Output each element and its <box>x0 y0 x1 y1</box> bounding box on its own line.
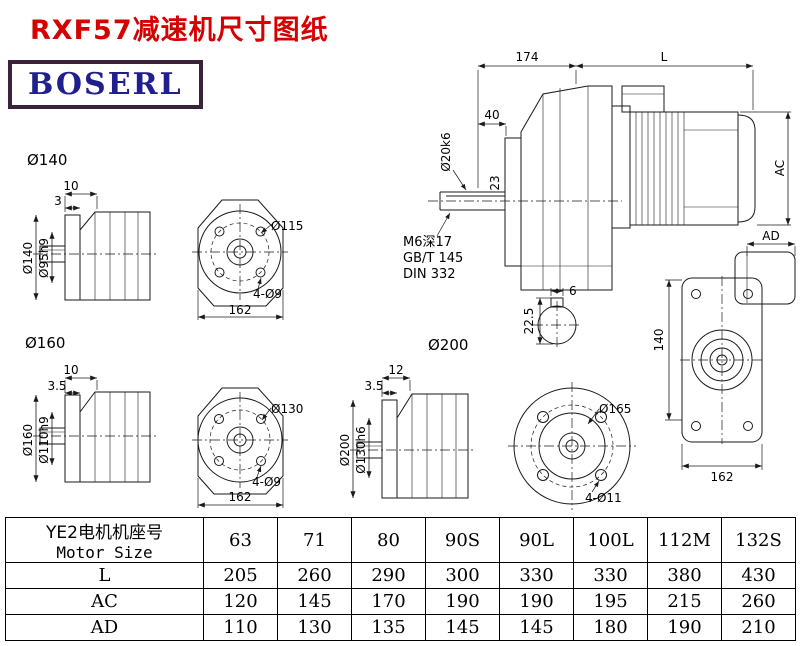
dim-label: 162 <box>229 490 252 504</box>
dim-label: 10 <box>63 363 78 377</box>
dim-label: Ø160 <box>21 424 35 456</box>
table-cell: 430 <box>721 562 796 589</box>
dim-label: AC <box>773 160 787 176</box>
table-header-cell: 132S <box>721 517 796 563</box>
dim-label: Ø95h9 <box>37 238 51 278</box>
table-row-AC: AC 120 145 170 190 190 195 215 260 <box>5 588 796 615</box>
drawing-flange160-front: Ø130 4-Ø9 162 <box>192 387 303 508</box>
std-note-2: DIN 332 <box>403 267 456 282</box>
table-header-cell: 63 <box>203 517 278 563</box>
drawing-output-side-view: AD 140 162 <box>652 229 796 484</box>
table-cell: 300 <box>425 562 500 589</box>
table-cell: 190 <box>425 588 500 615</box>
dim-label: 174 <box>516 50 539 64</box>
table-header-cell: 90S <box>425 517 500 563</box>
motor-size-table: YE2电机机座号 Motor Size 63 71 80 90S 90L 100… <box>5 517 796 641</box>
drawing-main-assembly: 174 L 40 Ø20k6 23 <box>403 50 791 349</box>
dim-label: Ø140 <box>21 242 35 274</box>
dim-label: L <box>661 50 668 64</box>
table-row-AD: AD 110 130 135 145 145 180 190 210 <box>5 614 796 641</box>
drawing-flange140-front: Ø115 4-Ø9 162 <box>192 199 303 320</box>
table-cell: 110 <box>203 614 278 641</box>
dim-label: Ø200 <box>338 434 352 466</box>
logo-text: BOSERL <box>28 67 183 102</box>
std-note-1: GB/T 145 <box>403 251 463 266</box>
dim-label: 4-Ø9 <box>253 287 282 301</box>
table-cell: 145 <box>499 614 574 641</box>
dim-label: 140 <box>652 329 666 352</box>
table-cell: 215 <box>647 588 722 615</box>
dim-label: 4-Ø11 <box>585 491 622 505</box>
dim-label: Ø115 <box>271 219 303 233</box>
table-cell: 145 <box>277 588 352 615</box>
dim-label: 12 <box>388 363 403 377</box>
table-cell: 330 <box>573 562 648 589</box>
row-label: AC <box>5 588 204 615</box>
dim-label: 3 <box>54 194 62 208</box>
dim-label: 40 <box>484 108 499 122</box>
row-label: L <box>5 562 204 589</box>
flange200-label: Ø200 <box>428 336 468 354</box>
drawing-flange200-side: Ø200 12 3.5 Ø200 Ø130h6 <box>338 336 475 499</box>
dim-label: 162 <box>229 303 252 317</box>
table-header-cell: 71 <box>277 517 352 563</box>
dim-label: 162 <box>711 470 734 484</box>
row-label: AD <box>5 614 204 641</box>
table-header-cn: YE2电机机座号 <box>46 523 163 543</box>
table-cell: 260 <box>277 562 352 589</box>
dim-label: Ø130h6 <box>354 426 368 474</box>
flange160-label: Ø160 <box>25 334 65 352</box>
dim-label: Ø110h9 <box>37 416 51 464</box>
table-header-en: Motor Size <box>56 543 153 562</box>
drawing-canvas: Ø140 10 3 Ø140 Ø95h9 <box>21 50 796 510</box>
table-header-row: YE2电机机座号 Motor Size 63 71 80 90S 90L 100… <box>5 517 796 563</box>
table-cell: 260 <box>721 588 796 615</box>
table-cell: 210 <box>721 614 796 641</box>
dim-label: 3.5 <box>47 379 66 393</box>
table-cell: 195 <box>573 588 648 615</box>
dim-label: Ø130 <box>271 402 303 416</box>
page-title: RXF57减速机尺寸图纸 <box>30 15 329 46</box>
dim-label: 23 <box>488 175 502 190</box>
dim-label: 4-Ø9 <box>252 475 281 489</box>
dim-label: 22.5 <box>522 308 536 335</box>
drawing-flange160-side: Ø160 10 3.5 Ø160 Ø110h9 <box>21 334 158 483</box>
dim-label: Ø165 <box>599 402 631 416</box>
table-cell: 145 <box>425 614 500 641</box>
flange140-label: Ø140 <box>27 151 67 169</box>
table-row-L: L 205 260 290 300 330 330 380 430 <box>5 562 796 589</box>
table-header-cell: 90L <box>499 517 574 563</box>
table-cell: 170 <box>351 588 426 615</box>
table-cell: 120 <box>203 588 278 615</box>
table-cell: 180 <box>573 614 648 641</box>
tap-note: M6深17 <box>403 235 452 250</box>
table-header-cell: 100L <box>573 517 648 563</box>
table-header-cell: 112M <box>647 517 722 563</box>
dim-label: 3.5 <box>364 379 383 393</box>
table-cell: 330 <box>499 562 574 589</box>
drawing-flange200-front: Ø165 4-Ø11 <box>508 382 636 510</box>
table-cell: 205 <box>203 562 278 589</box>
table-cell: 380 <box>647 562 722 589</box>
dim-label: Ø20k6 <box>439 132 453 171</box>
table-header-motor-size: YE2电机机座号 Motor Size <box>5 517 204 563</box>
table-cell: 190 <box>499 588 574 615</box>
dim-label: 10 <box>63 179 78 193</box>
dim-label: AD <box>762 229 779 243</box>
table-cell: 130 <box>277 614 352 641</box>
table-header-cell: 80 <box>351 517 426 563</box>
table-cell: 135 <box>351 614 426 641</box>
logo-box: BOSERL <box>8 60 203 109</box>
table-cell: 290 <box>351 562 426 589</box>
dim-label: 6 <box>569 284 577 298</box>
table-cell: 190 <box>647 614 722 641</box>
drawing-flange140-side: Ø140 10 3 Ø140 Ø95h9 <box>21 151 158 301</box>
